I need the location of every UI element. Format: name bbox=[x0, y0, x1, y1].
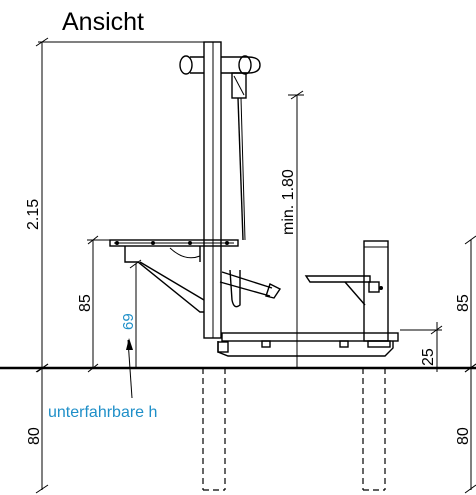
foundation-depth-left-label: 80 bbox=[26, 427, 43, 445]
dimension-min-height: min. 1.80 bbox=[280, 90, 304, 368]
dimension-underpass-height: 69 bbox=[120, 259, 142, 399]
dimension-seat-height-right: 85 bbox=[455, 235, 476, 494]
foundation-depth-right-label: 80 bbox=[455, 427, 472, 445]
underpass-height-label: 69 bbox=[120, 313, 137, 330]
dimension-seat-height-left: 85 bbox=[77, 235, 118, 373]
dimension-total-height: 2.15 bbox=[25, 37, 205, 494]
swing-arm bbox=[229, 72, 247, 308]
platform-height-label: 25 bbox=[420, 348, 437, 366]
view-title: Ansicht bbox=[62, 8, 144, 36]
ground-tick-right bbox=[464, 363, 476, 373]
dimension-platform-height: 25 bbox=[400, 322, 443, 372]
main-column bbox=[179, 41, 261, 339]
total-height-label: 2.15 bbox=[25, 199, 42, 230]
underpass-annotation: unterfahrbare h bbox=[48, 404, 157, 421]
ground-tick-left bbox=[36, 363, 49, 373]
left-table bbox=[109, 239, 239, 313]
foundation-right bbox=[362, 368, 386, 491]
min-height-label: min. 1.80 bbox=[280, 169, 297, 235]
right-seat bbox=[304, 240, 389, 342]
foundation-left bbox=[202, 368, 226, 491]
base-platform bbox=[217, 332, 399, 357]
diagonal-handle bbox=[219, 271, 282, 299]
seat-height-right-label: 85 bbox=[455, 294, 472, 312]
seat-height-left-label: 85 bbox=[77, 294, 94, 312]
